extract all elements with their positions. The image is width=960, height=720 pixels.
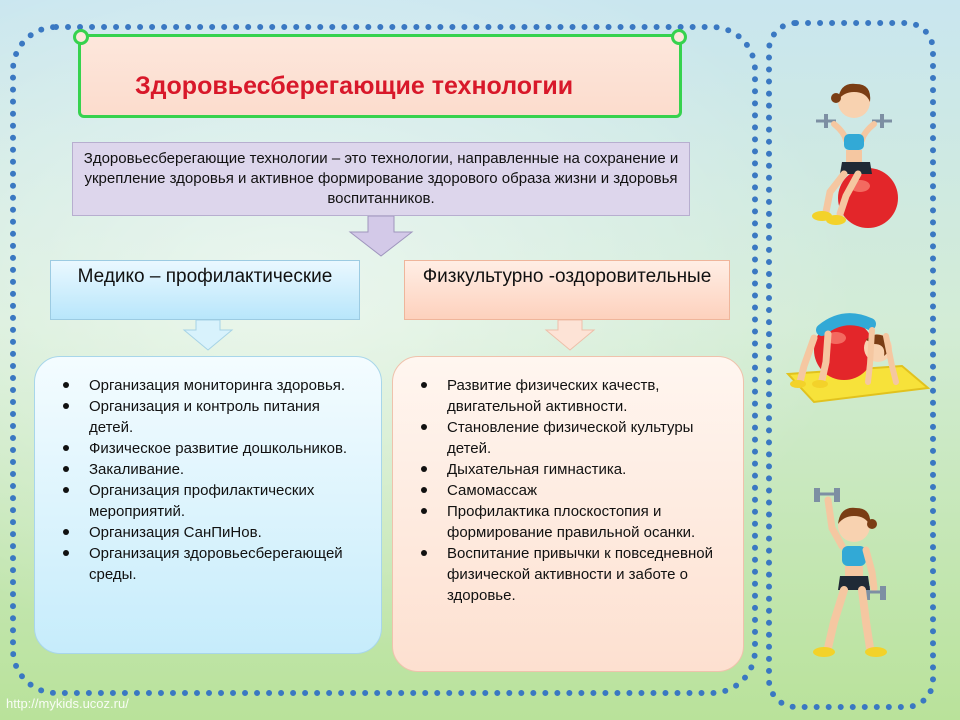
girl-backbend-illustration xyxy=(785,313,930,404)
category-physical-health: Физкультурно -оздоровительные xyxy=(404,260,730,320)
watermark-url: http://mykids.ucoz.ru/ xyxy=(6,696,129,711)
list-item: Закаливание. xyxy=(59,459,361,480)
list-item: Самомассаж xyxy=(417,480,723,501)
list-item: Организация СанПиНов. xyxy=(59,522,361,543)
arrow-down-icon xyxy=(348,216,414,257)
page-title: Здоровьесберегающие технологии xyxy=(135,72,574,100)
physical-list-box: Развитие физических качеств, двигательно… xyxy=(392,356,744,672)
list-item: Профилактика плоскостопия и формирование… xyxy=(417,501,723,543)
list-item: Развитие физических качеств, двигательно… xyxy=(417,375,723,417)
list-item: Воспитание привычки к повседневной физич… xyxy=(417,543,723,606)
arrow-down-icon xyxy=(182,320,234,351)
list-item: Организация профилактических мероприятий… xyxy=(59,480,361,522)
medical-list-box: Организация мониторинга здоровья. Органи… xyxy=(34,356,382,654)
list-item: Организация мониторинга здоровья. xyxy=(59,375,361,396)
list-item: Дыхательная гимнастика. xyxy=(417,459,723,480)
list-item: Организация здоровьесберегающей среды. xyxy=(59,543,361,585)
illustration-frame xyxy=(766,20,936,710)
list-item: Организация и контроль питания детей. xyxy=(59,396,361,438)
content-frame xyxy=(10,24,758,696)
definition-box: Здоровьесберегающие технологии – это тех… xyxy=(72,142,690,216)
girl-on-ball-illustration xyxy=(812,83,898,228)
scroll-curl-right xyxy=(671,29,687,45)
scroll-curl-left xyxy=(73,29,89,45)
girl-dumbbell-illustration xyxy=(813,488,887,657)
list-item: Становление физической культуры детей. xyxy=(417,417,723,459)
category-medical-preventive: Медико – профилактические xyxy=(50,260,360,320)
list-item: Физическое развитие дошкольников. xyxy=(59,438,361,459)
arrow-down-icon xyxy=(544,320,596,351)
title-banner: Здоровьесберегающие технологии xyxy=(73,29,687,118)
